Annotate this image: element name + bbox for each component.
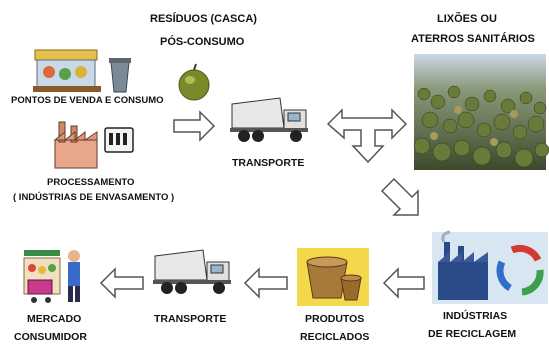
t-arrow: [326, 108, 408, 164]
recycling-label-2: DE RECICLAGEM: [428, 328, 517, 340]
residues-label-1: RESÍDUOS (CASCA): [150, 13, 257, 25]
processing-label-2: ( INDÚSTRIAS DE ENVASAMENTO ): [13, 192, 175, 203]
recycling-label-1: INDÚSTRIAS: [443, 310, 508, 322]
processing-label-1: PROCESSAMENTO: [47, 177, 135, 188]
recycled-products-label-1: PRODUTOS: [305, 313, 365, 325]
arrow-to-recycling: [380, 177, 419, 216]
truck-top-icon: [230, 97, 308, 142]
arrow-to-products: [382, 267, 425, 299]
truck-bottom-icon: [153, 249, 231, 294]
points-of-sale-label: PONTOS DE VENDA E CONSUMO: [11, 95, 164, 106]
consumer-market-image: [23, 250, 80, 303]
coconut-icon: [178, 63, 210, 101]
market-stall-illustration: [33, 49, 131, 93]
landfill-label-2: ATERROS SANITÁRIOS: [411, 33, 535, 45]
recycling-industry-image: [432, 230, 548, 304]
transport-bottom-label: TRANSPORTE: [154, 313, 227, 325]
consumer-market-label-2: CONSUMIDOR: [14, 331, 87, 343]
arrow-to-transport: [173, 110, 216, 142]
consumer-market-label-1: MERCADO: [27, 313, 82, 325]
arrow-to-transport-bottom: [243, 267, 288, 299]
recycled-products-label-2: RECICLADOS: [300, 331, 370, 343]
recycled-products-image: [297, 248, 369, 306]
landfill-label-1: LIXÕES OU: [437, 13, 497, 25]
arrow-to-market: [99, 267, 144, 299]
residues-label-2: PÓS-CONSUMO: [160, 36, 245, 48]
factory-icon: [53, 121, 134, 169]
transport-top-label: TRANSPORTE: [232, 157, 305, 169]
landfill-image: [413, 54, 549, 170]
